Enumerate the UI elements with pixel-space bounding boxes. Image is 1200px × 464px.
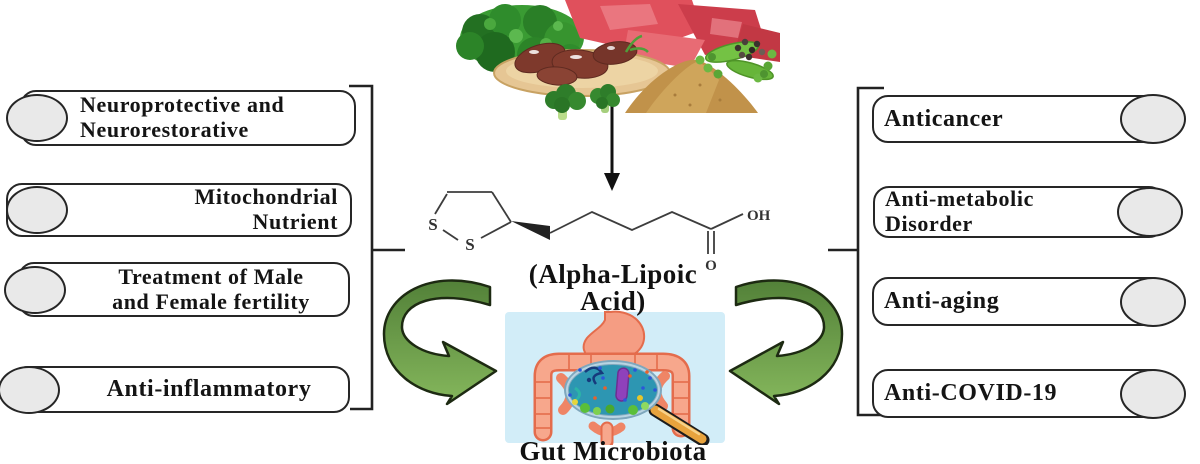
peas-and-peppercorns bbox=[695, 38, 777, 83]
left-bracket bbox=[349, 84, 405, 411]
benefit-box-anti-aging: Anti-aging bbox=[872, 276, 1186, 327]
sulfur-atom-label: S bbox=[465, 235, 474, 254]
bullet-ellipse bbox=[6, 186, 68, 234]
broccoli bbox=[545, 84, 620, 120]
right-bracket bbox=[828, 86, 884, 417]
benefit-label: Disorder bbox=[885, 211, 973, 236]
benefit-label: and Female fertility bbox=[112, 288, 310, 314]
gut-microbiota-label: Gut Microbiota bbox=[519, 436, 707, 464]
benefit-label: Treatment of Male bbox=[118, 263, 304, 289]
ala-chemical-structure: S S OH O bbox=[428, 191, 771, 274]
benefit-label: Anticancer bbox=[884, 105, 1004, 132]
benefit-box-mitochondrial-nutrient: Mitochondrial Nutrient bbox=[6, 183, 352, 237]
gut-microbiota-image bbox=[505, 310, 725, 445]
liver-plate bbox=[493, 34, 671, 97]
oxygen-label: O bbox=[705, 258, 717, 274]
benefit-box-anti-inflammatory: Anti-inflammatory bbox=[0, 365, 350, 414]
compound-name-line1: (Alpha-Lipoic bbox=[528, 259, 698, 289]
benefit-label: Neuroprotective and bbox=[80, 92, 285, 118]
bullet-ellipse bbox=[4, 265, 66, 314]
benefit-label: Nutrient bbox=[252, 209, 338, 234]
microbes bbox=[568, 366, 657, 415]
benefit-box-anti-covid: Anti-COVID-19 bbox=[872, 368, 1186, 419]
bullet-ellipse bbox=[1120, 94, 1186, 144]
benefit-box-anticancer: Anticancer bbox=[872, 94, 1186, 144]
compound-name-label: (Alpha-Lipoic Acid) bbox=[430, 261, 796, 315]
sulfur-atom-label: S bbox=[428, 215, 437, 234]
benefit-label: Anti-metabolic bbox=[885, 186, 1034, 212]
wedge-bond bbox=[511, 221, 550, 240]
benefit-label: Anti-aging bbox=[884, 288, 1000, 315]
compound-name-line2: Acid) bbox=[580, 286, 646, 316]
down-arrow-icon bbox=[604, 106, 620, 191]
bullet-ellipse bbox=[6, 94, 68, 142]
bullet-ellipse bbox=[1120, 276, 1186, 327]
benefit-box-neuroprotective: Neuroprotective and Neurorestorative bbox=[6, 90, 356, 146]
food-sources-image bbox=[456, 0, 780, 120]
benefit-label: Anti-inflammatory bbox=[106, 376, 312, 403]
benefit-label: Neurorestorative bbox=[80, 117, 249, 142]
hydroxyl-label: OH bbox=[747, 208, 771, 224]
magnifier-icon bbox=[564, 360, 710, 445]
benefit-box-fertility: Treatment of Male and Female fertility bbox=[4, 262, 350, 317]
bullet-ellipse bbox=[1117, 187, 1183, 237]
yeast-powder bbox=[625, 59, 758, 113]
benefit-label: Mitochondrial bbox=[194, 184, 338, 210]
bullet-ellipse bbox=[1120, 368, 1186, 419]
benefit-box-anti-metabolic-disorder: Anti-metabolic Disorder bbox=[873, 186, 1183, 238]
bullet-ellipse bbox=[0, 365, 60, 414]
benefit-label: Anti-COVID-19 bbox=[884, 380, 1058, 407]
